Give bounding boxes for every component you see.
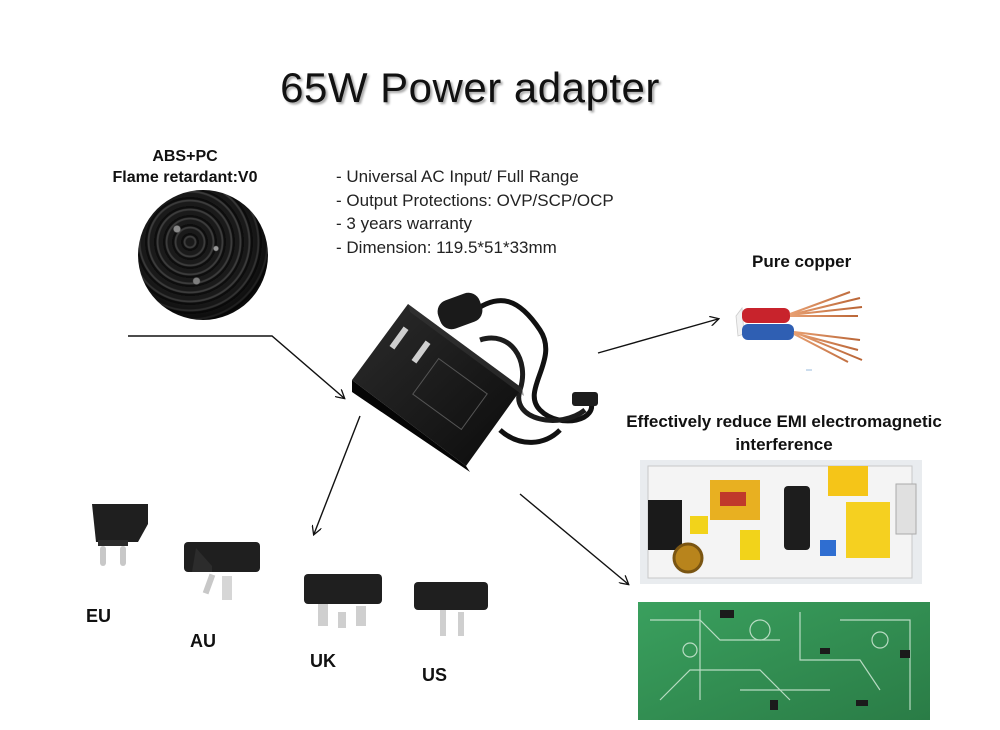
pcb-traces-image xyxy=(638,602,930,720)
material-label: ABS+PC Flame retardant:V0 xyxy=(100,146,270,188)
copper-wire-image xyxy=(735,291,863,371)
emi-line-1: Effectively reduce EMI electromagnetic xyxy=(626,412,942,431)
emi-label: Effectively reduce EMI electromagnetic i… xyxy=(598,410,970,456)
copper-label: Pure copper xyxy=(752,252,852,271)
plug-label-uk: UK xyxy=(310,651,336,671)
material-line-1: ABS+PC xyxy=(152,148,218,165)
pcb-components-image xyxy=(640,460,922,584)
plug-label-eu: EU xyxy=(86,606,112,626)
material-line-2: Flame retardant:V0 xyxy=(112,169,258,186)
arrow-adapter-to-plugs xyxy=(314,415,361,534)
spec-list: Universal AC Input/ Full Range Output Pr… xyxy=(336,165,614,260)
spec-item: Output Protections: OVP/SCP/OCP xyxy=(336,189,613,213)
power-adapter-image xyxy=(352,292,598,472)
plug-label-us: US xyxy=(422,665,448,685)
eu-plug-image xyxy=(92,504,148,566)
plug-label-au: AU xyxy=(190,631,216,651)
au-plug-image xyxy=(184,542,260,600)
arrow-adapter-to-pcb xyxy=(519,493,628,584)
spec-item: Dimension: 119.5*51*33mm xyxy=(336,236,614,260)
arrow-material-to-adapter xyxy=(128,335,344,398)
us-plug-image xyxy=(414,582,488,636)
plastic-pellets-image xyxy=(138,190,268,320)
spec-item: 3 years warranty xyxy=(336,212,614,236)
emi-line-2: interference xyxy=(735,435,833,454)
page-title: 65W Power adapter xyxy=(280,64,660,111)
spec-item: Universal AC Input/ Full Range xyxy=(336,165,614,189)
uk-plug-image xyxy=(304,574,382,628)
arrow-adapter-to-copper xyxy=(597,319,718,354)
